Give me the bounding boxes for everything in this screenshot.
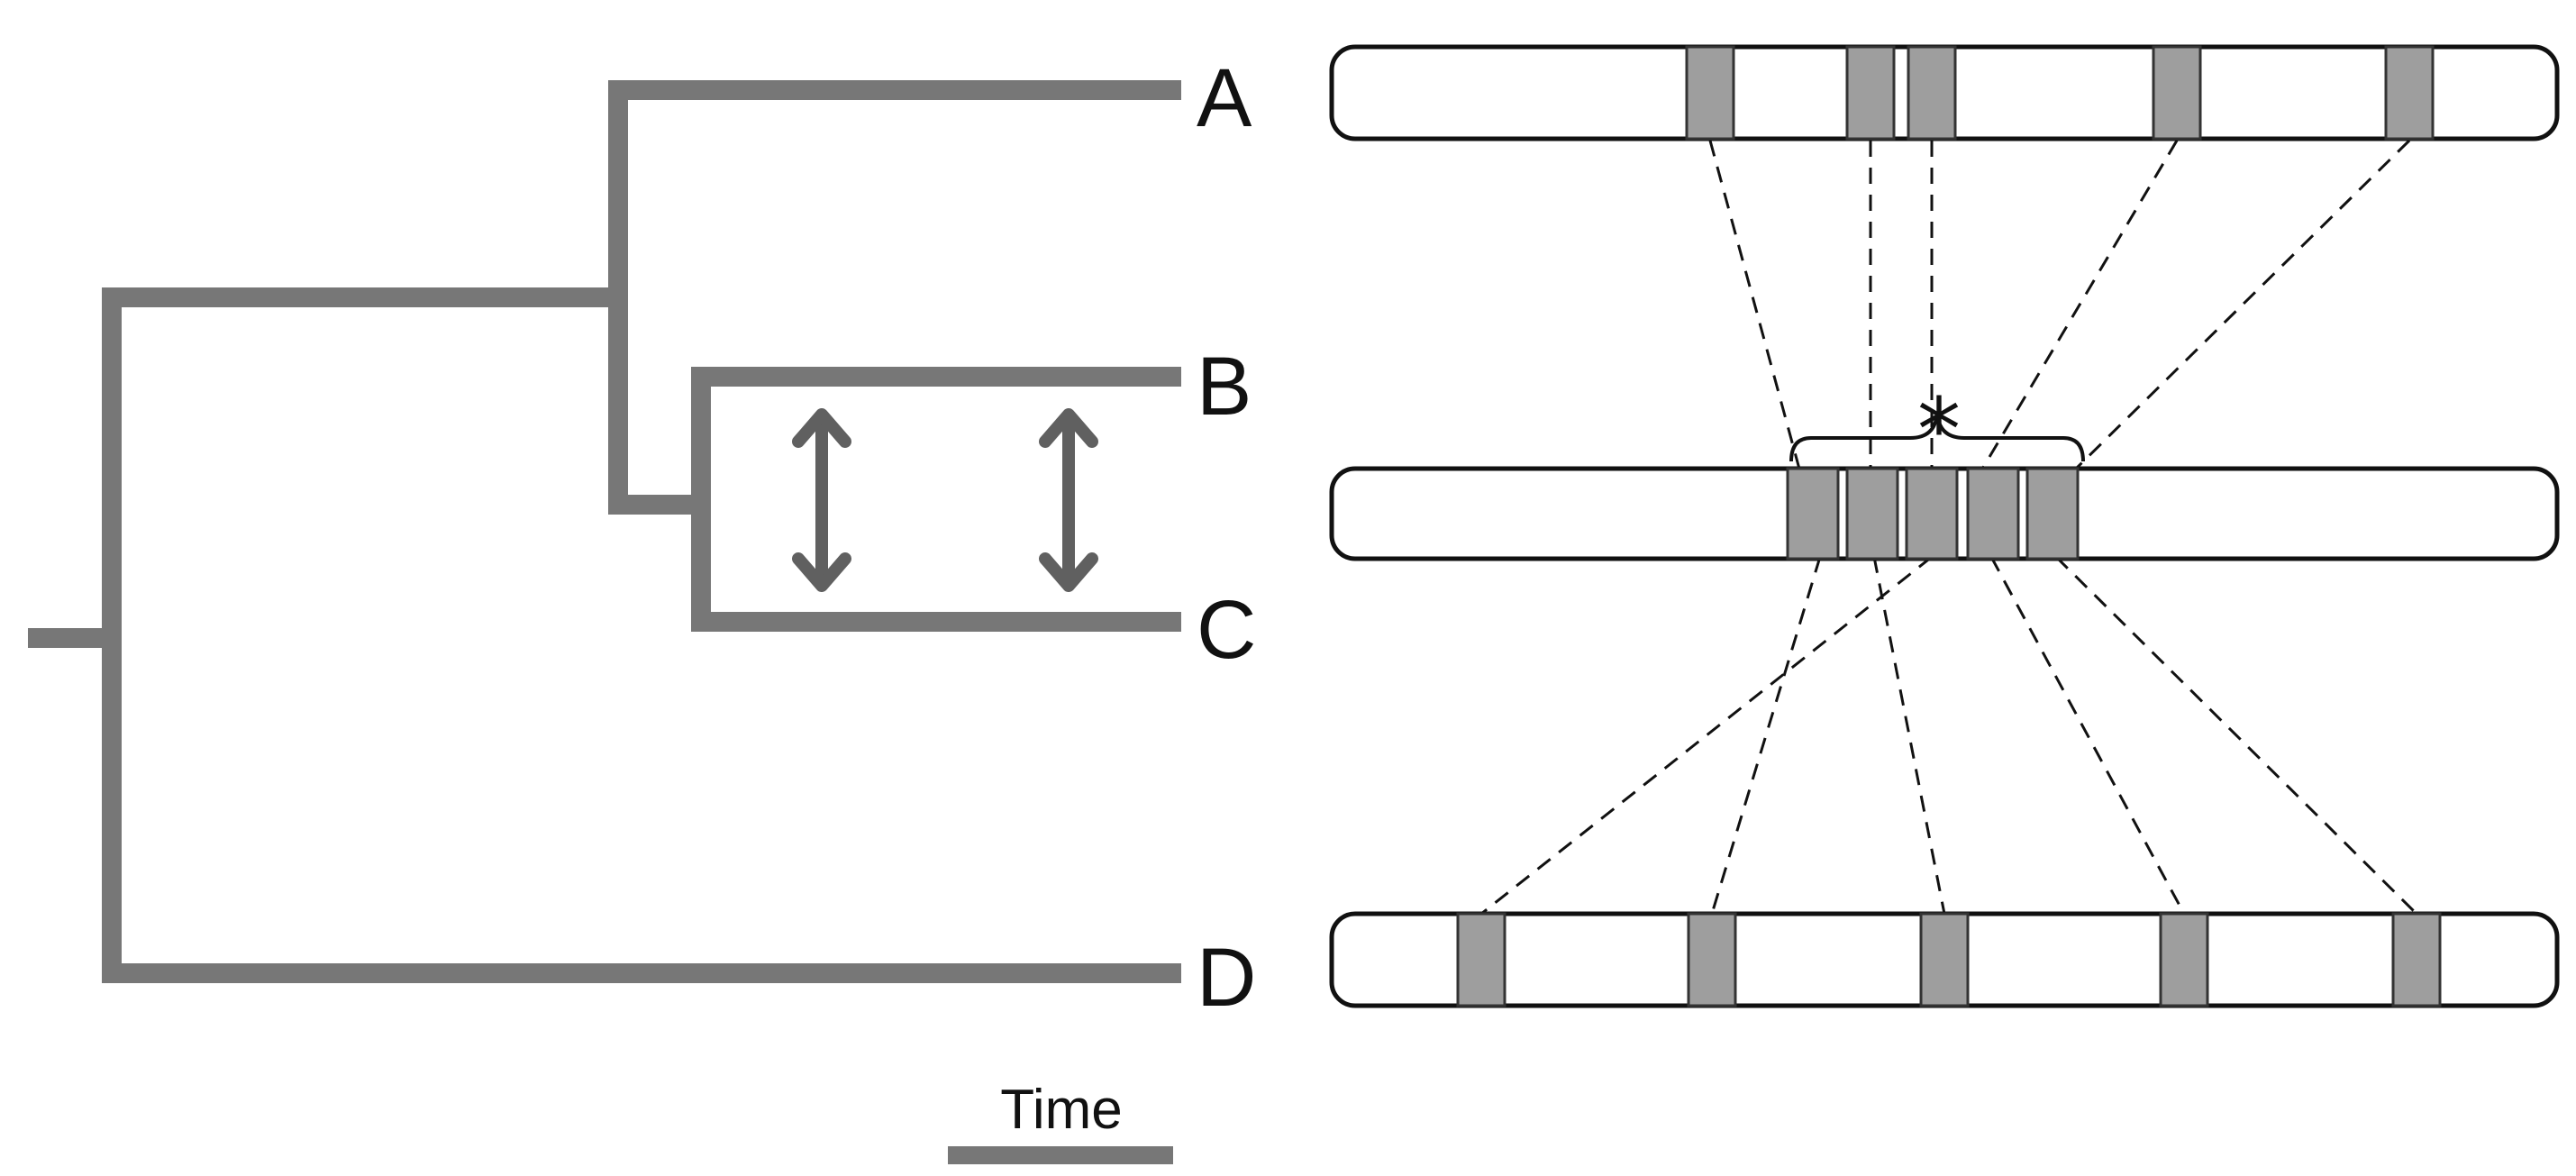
taxon-label-a: A: [1197, 52, 1252, 144]
block-a-3: [1907, 45, 1957, 141]
block-d-5: [2391, 912, 2442, 1007]
taxon-label-b: B: [1197, 341, 1252, 433]
gene-flow-arrow-left: [792, 408, 851, 592]
block-b-2: [1845, 467, 1899, 561]
phylogenetic-tree: [28, 80, 1181, 983]
block-b-1: [1786, 467, 1840, 561]
block-a-5: [2384, 45, 2435, 141]
taxon-label-c: C: [1197, 584, 1256, 676]
chromosome-d: [1329, 911, 2560, 1008]
block-b-5: [2025, 467, 2080, 561]
mapping-lines-b-to-d: [1480, 555, 2418, 916]
scale-bar-label: Time: [1000, 1079, 1122, 1141]
block-d-4: [2159, 912, 2209, 1007]
block-a-1: [1685, 45, 1735, 141]
chromosome-a: [1329, 44, 2560, 141]
block-b-4: [1966, 467, 2020, 561]
block-a-4: [2152, 45, 2202, 141]
block-a-2: [1845, 45, 1896, 141]
taxon-label-d: D: [1197, 932, 1256, 1024]
mapping-lines-a-to-b: [1708, 139, 2411, 474]
block-d-1: [1456, 912, 1506, 1007]
block-d-2: [1687, 912, 1737, 1007]
gene-flow-arrow-right: [1039, 408, 1098, 592]
cluster-brace: [1789, 412, 2085, 462]
asterisk-marker: *: [1917, 379, 1961, 480]
block-d-3: [1919, 912, 1970, 1007]
block-b-3: [1905, 467, 1959, 561]
chromosome-b: [1329, 466, 2560, 561]
